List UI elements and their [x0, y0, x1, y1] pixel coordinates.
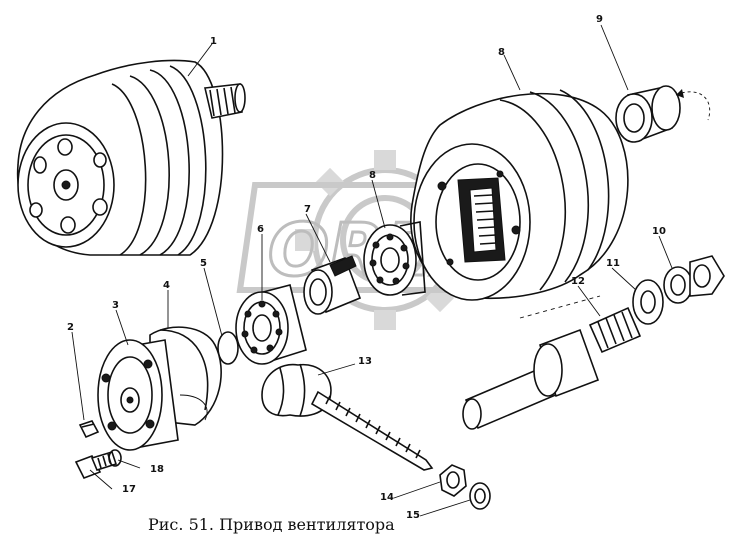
bearing-lower	[235, 284, 307, 365]
shaft-nuts	[663, 255, 725, 304]
bearing-middle	[363, 221, 426, 296]
nut-small	[78, 420, 100, 439]
callout-7: 7	[304, 204, 311, 215]
pulley-left	[16, 59, 246, 256]
callout-13: 13	[358, 356, 372, 367]
callout-3: 3	[112, 300, 119, 311]
spacer-sleeve	[303, 255, 362, 315]
callout-11: 11	[606, 258, 620, 269]
callout-15: 15	[406, 510, 420, 521]
callout-12: 12	[571, 276, 585, 287]
callout-9: 9	[596, 14, 603, 25]
adjusting-screw	[261, 363, 434, 471]
callout-8-middle: 8	[369, 170, 376, 181]
leader-lines	[71, 24, 673, 517]
figure-caption: Рис. 51. Привод вентилятора	[148, 515, 395, 534]
callout-10: 10	[652, 226, 666, 237]
callout-18: 18	[150, 464, 164, 475]
callout-5: 5	[200, 258, 207, 269]
bearing-upper	[615, 85, 711, 143]
flange-bolts	[29, 138, 108, 234]
callout-1: 1	[210, 36, 217, 47]
bolt-with-washer	[74, 449, 122, 480]
rod-nut	[439, 464, 467, 497]
pulley-right	[410, 89, 629, 301]
rod-washer	[469, 482, 491, 510]
hub-flange	[97, 339, 179, 451]
callout-6-lower: 6	[257, 224, 264, 235]
callout-2: 2	[67, 322, 74, 333]
callout-8-top: 8	[498, 47, 505, 58]
callout-14: 14	[380, 492, 394, 503]
callout-4: 4	[163, 280, 170, 291]
callout-labels: 1 8 9 2 3 4 5 6 7 8 10 11 12 13 14 15 17…	[67, 14, 666, 521]
drive-shaft	[462, 295, 642, 430]
callout-17: 17	[122, 484, 136, 495]
thrust-washer	[632, 279, 664, 325]
snap-ring	[217, 331, 239, 365]
